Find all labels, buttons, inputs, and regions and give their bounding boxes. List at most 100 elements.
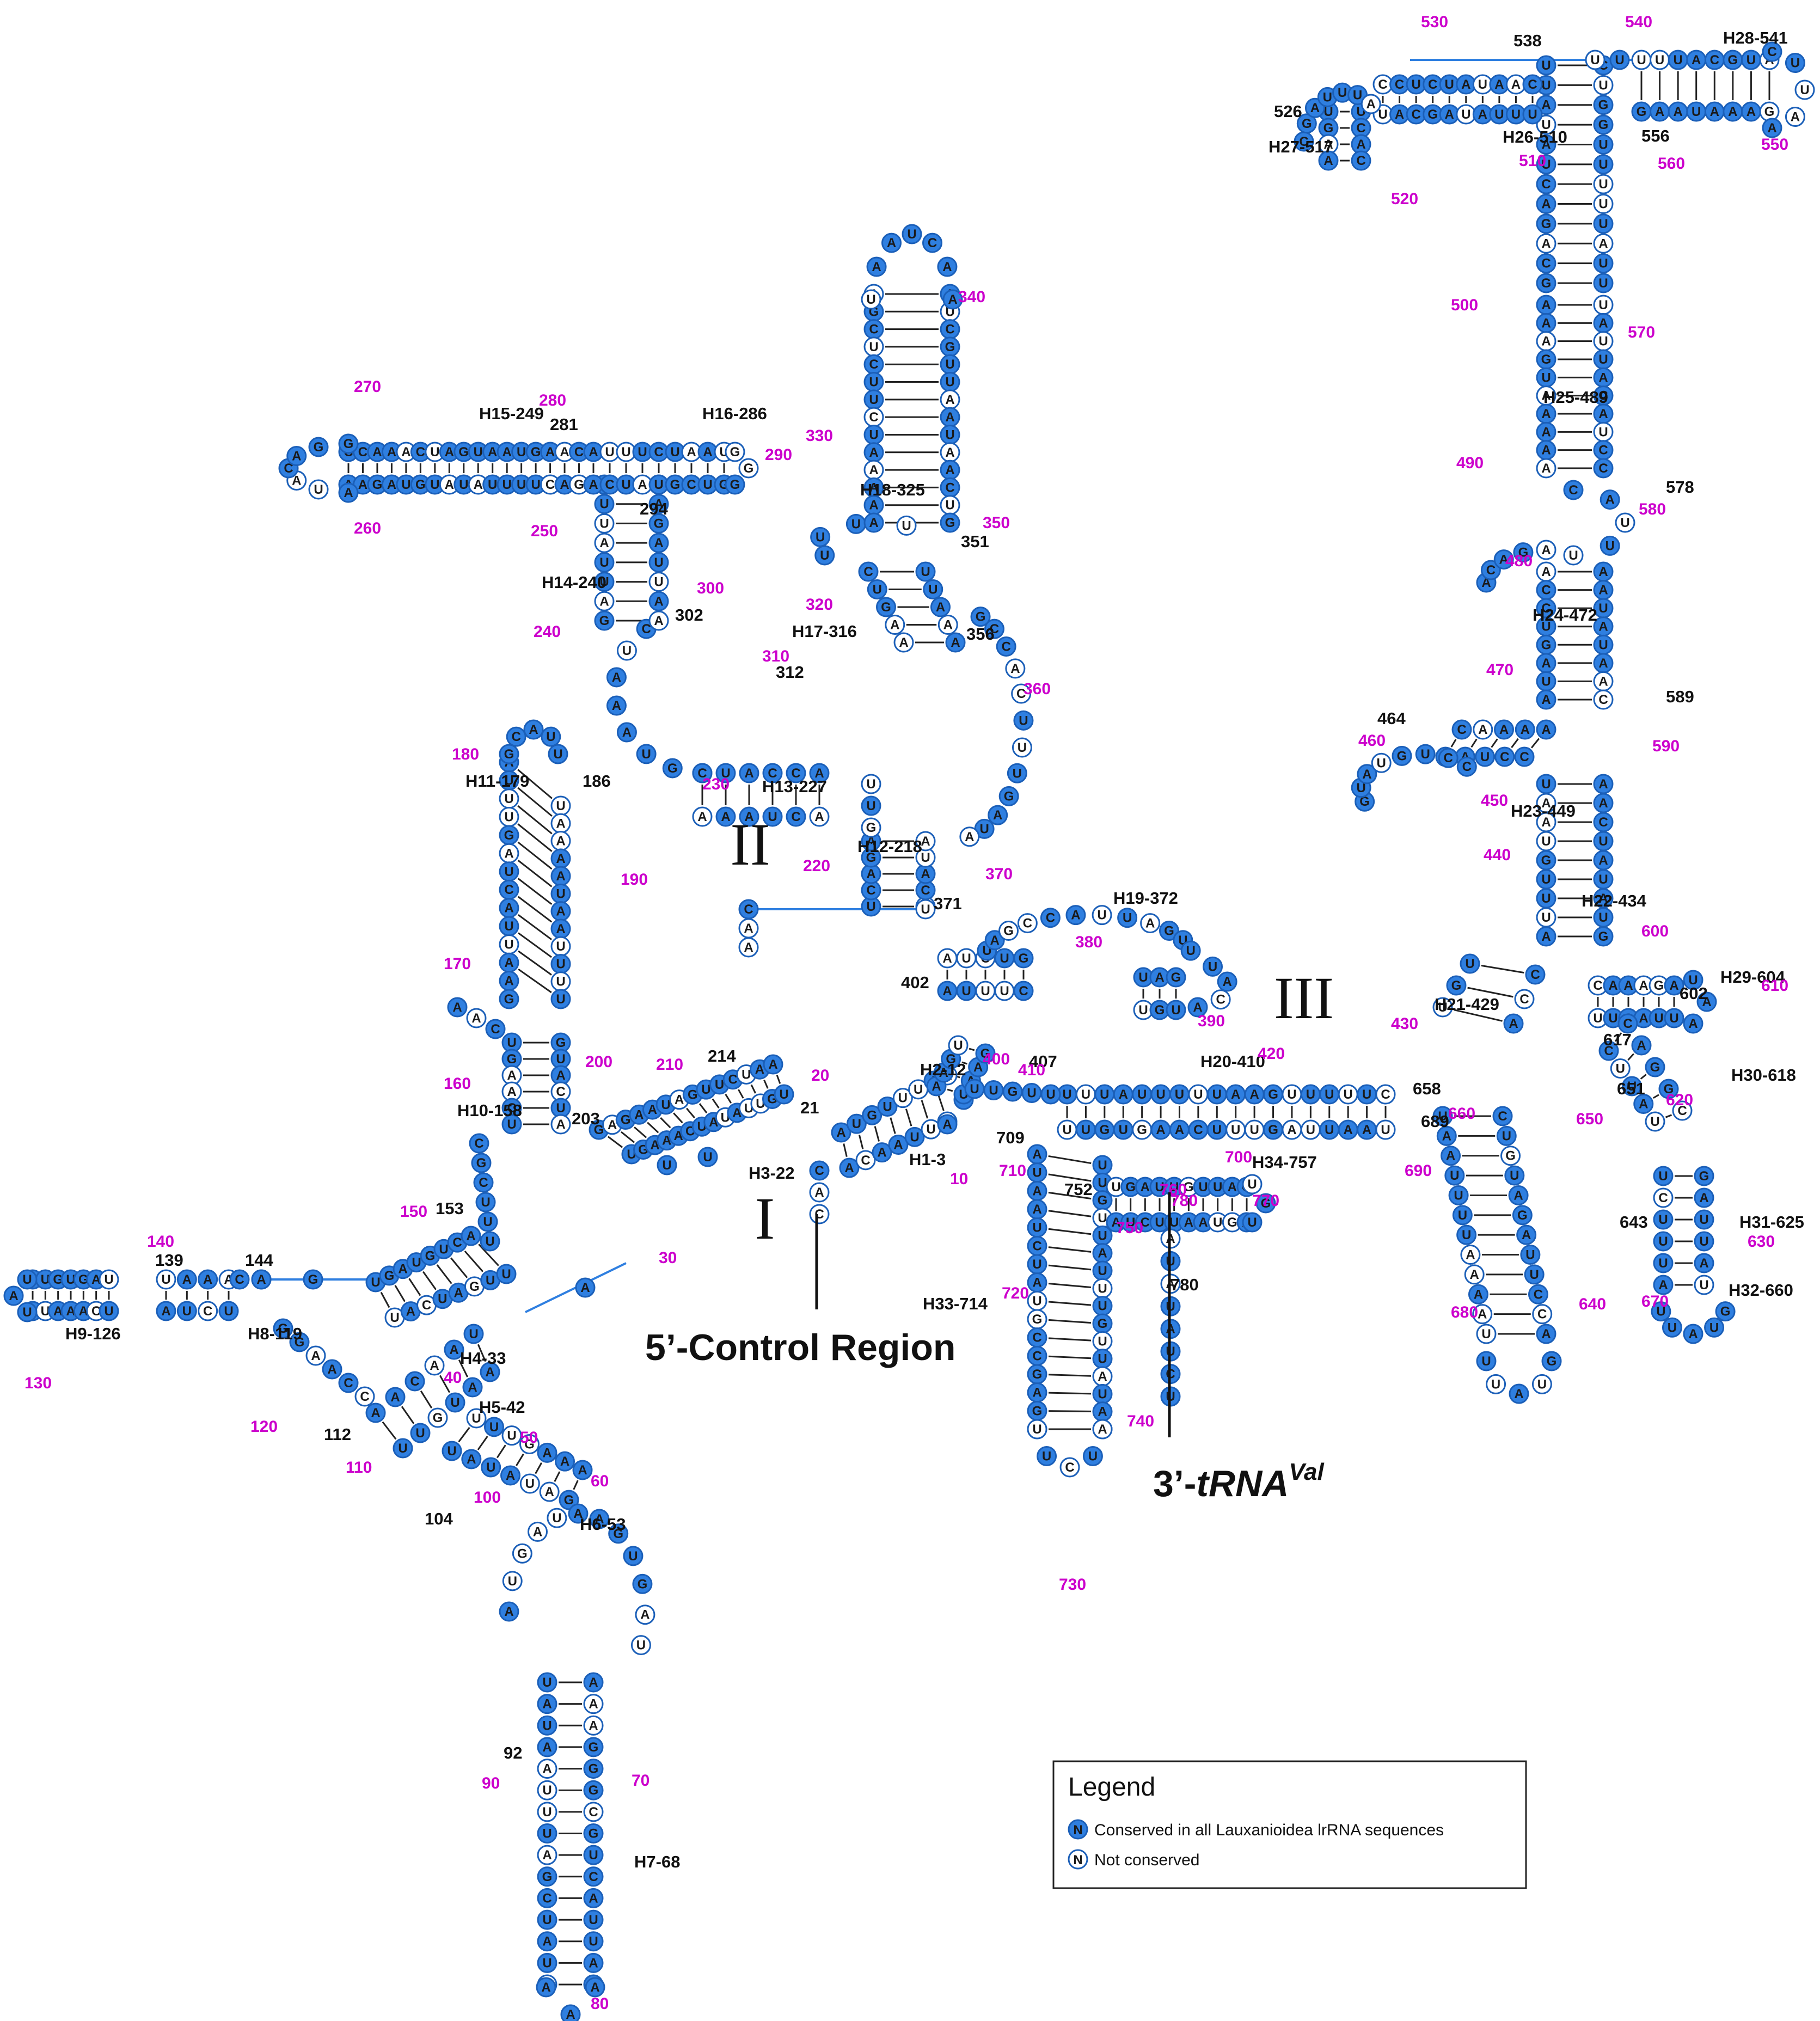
nucleotide-letter: U <box>504 865 513 879</box>
nucleotide: C <box>1494 746 1515 767</box>
nucleotide-letter: U <box>474 445 483 460</box>
nucleotide-letter: C <box>1032 1331 1041 1345</box>
nucleotide-letter: C <box>1541 256 1551 271</box>
nucleotide: A <box>1683 1324 1703 1344</box>
nucleotide-letter: A <box>1541 929 1551 944</box>
nucleotide-circle <box>385 1387 406 1407</box>
nucleotide-letter: G <box>556 1036 566 1050</box>
base-pair-line <box>1048 1355 1092 1359</box>
nucleotide-letter: G <box>1541 853 1552 868</box>
nucleotide: U <box>623 1546 644 1566</box>
nucleotide-circle <box>583 1909 604 1930</box>
nucleotide-letter: U <box>1137 1087 1147 1102</box>
nucleotide-letter: U <box>599 575 609 590</box>
nucleotide-letter: U <box>883 1100 892 1114</box>
nucleotide: U <box>1588 1008 1608 1028</box>
nucleotide-letter: U <box>1249 1123 1259 1137</box>
nucleotide: U <box>454 474 474 495</box>
position-tick-label: 190 <box>621 871 648 889</box>
nucleotide-circle <box>1446 975 1467 996</box>
nucleotide-letter: A <box>675 1093 684 1107</box>
nucleotide: A <box>385 1387 406 1407</box>
nucleotide: C <box>1451 719 1472 740</box>
nucleotide-circle <box>1092 905 1112 926</box>
nucleotide-letter: C <box>1032 1239 1041 1253</box>
position-tick-label: 590 <box>1652 737 1680 755</box>
nucleotide: U <box>550 1098 571 1118</box>
nucleotide-letter: A <box>507 1085 516 1099</box>
position-tick-label: 430 <box>1391 1015 1418 1033</box>
nucleotide-layer: AUGUUUAACAAUUAACACACAAGUUAAGGAGAAUAGUUCU… <box>3 41 1815 2021</box>
base-pair-line <box>1048 1191 1092 1200</box>
nucleotide-circle <box>537 1672 557 1693</box>
nucleotide-circle <box>1600 489 1620 510</box>
nucleotide-circle <box>322 1359 342 1380</box>
nucleotide: C <box>473 1172 494 1193</box>
nucleotide-letter: U <box>504 792 513 806</box>
nucleotide: A <box>537 1442 557 1463</box>
nucleotide-circle <box>635 1604 655 1625</box>
nucleotide-circle <box>1436 1125 1457 1146</box>
nucleotide-circle <box>537 1909 557 1930</box>
nucleotide: A <box>872 1142 892 1163</box>
nucleotide-letter: A <box>589 1697 598 1712</box>
nucleotide-letter: C <box>791 766 800 781</box>
nucleotide-circle <box>218 1301 239 1321</box>
nucleotide: U <box>599 442 620 462</box>
nucleotide-letter: A <box>634 1107 644 1122</box>
nucleotide-letter: G <box>1664 1082 1674 1097</box>
nucleotide: A <box>1065 905 1086 926</box>
nucleotide-circle <box>814 545 835 566</box>
position-number: 643 <box>1620 1212 1648 1232</box>
nucleotide-letter: G <box>1032 1404 1043 1418</box>
nucleotide-letter: A <box>1366 97 1376 112</box>
nucleotide: U <box>501 1425 522 1446</box>
nucleotide-circle <box>1524 1264 1545 1285</box>
nucleotide-circle <box>1242 1174 1263 1195</box>
base-pair-line <box>517 769 553 799</box>
nucleotide-letter: A <box>1362 767 1371 782</box>
nucleotide-letter: U <box>314 482 323 497</box>
nucleotide-letter: A <box>1639 1097 1648 1112</box>
nucleotide: U <box>537 1780 557 1800</box>
nucleotide-letter: G <box>730 445 740 460</box>
nucleotide-circle <box>229 1269 250 1290</box>
nucleotide: A <box>831 1122 851 1143</box>
nucleotide-letter: A <box>1032 1386 1041 1400</box>
nucleotide: C <box>1188 1119 1209 1140</box>
nucleotide-circle <box>466 1008 487 1028</box>
nucleotide-letter: U <box>654 477 663 492</box>
nucleotide-circle <box>725 442 745 462</box>
nucleotide-letter: A <box>814 810 824 824</box>
nucleotide-letter: A <box>9 1289 18 1303</box>
nucleotide: U <box>1012 737 1032 758</box>
nucleotide-circle <box>512 1543 532 1564</box>
nucleotide-letter: U <box>1306 1087 1315 1102</box>
nucleotide-letter: G <box>744 461 754 476</box>
nucleotide-circle <box>945 632 966 653</box>
nucleotide-letter: U <box>816 530 825 544</box>
nucleotide-letter: U <box>450 1395 459 1410</box>
nucleotide: U <box>1027 1290 1047 1311</box>
nucleotide: A <box>930 597 951 617</box>
nucleotide-letter: U <box>1111 1180 1120 1195</box>
helix-label: H3-22 <box>749 1163 794 1183</box>
nucleotide-circle <box>786 806 806 827</box>
nucleotide-letter: A <box>372 445 382 460</box>
nucleotide: U <box>964 1079 985 1099</box>
nucleotide-circle <box>959 826 980 847</box>
nucleotide-circle <box>506 726 526 747</box>
nucleotide: U <box>956 981 977 1001</box>
nucleotide: U <box>1593 134 1614 155</box>
nucleotide-letter: A <box>1598 796 1608 811</box>
nucleotide: U <box>923 579 943 599</box>
nucleotide-circle <box>1653 1166 1674 1186</box>
nucleotide: A <box>1536 653 1557 673</box>
nucleotide: U <box>1007 763 1027 783</box>
nucleotide-letter: U <box>1541 872 1551 887</box>
base-pair-line <box>647 1122 659 1134</box>
position-tick-label: 270 <box>354 378 381 396</box>
nucleotide-letter: U <box>412 1256 421 1270</box>
nucleotide-letter: A <box>292 449 301 464</box>
nucleotide-letter: A <box>1598 620 1608 634</box>
